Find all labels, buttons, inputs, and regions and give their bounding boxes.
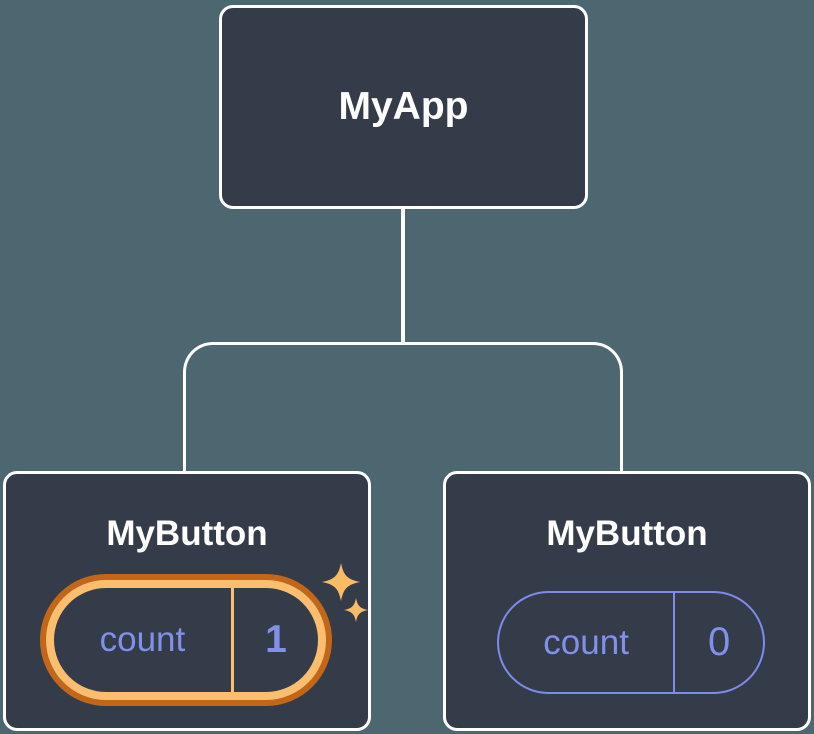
state-pill-highlight-inner-ring: count 1: [46, 580, 326, 700]
root-node-label: MyApp: [338, 85, 469, 128]
state-pill-highlight-ring: count 1: [40, 574, 332, 706]
state-value-segment: 1: [234, 588, 318, 692]
child-node-label: MyButton: [546, 514, 708, 553]
sparkle-icon: [322, 563, 368, 622]
state-value: 1: [265, 618, 287, 661]
state-pill: count 1: [54, 588, 318, 692]
state-value: 0: [707, 620, 731, 664]
state-value-segment: 0: [675, 593, 763, 692]
tree-node-child-left: MyButton count 1: [3, 471, 371, 731]
state-key-label: count: [99, 620, 186, 659]
state-key-label: count: [543, 622, 629, 662]
tree-node-child-right: MyButton count 0: [443, 471, 811, 731]
child-node-label: MyButton: [106, 514, 268, 553]
connector-bracket: [183, 342, 623, 473]
state-key-segment: count: [499, 593, 676, 692]
connector-stem: [401, 207, 405, 345]
tree-node-root: MyApp: [219, 5, 588, 209]
state-pill: count 0: [497, 591, 765, 694]
state-key-segment: count: [54, 588, 234, 692]
